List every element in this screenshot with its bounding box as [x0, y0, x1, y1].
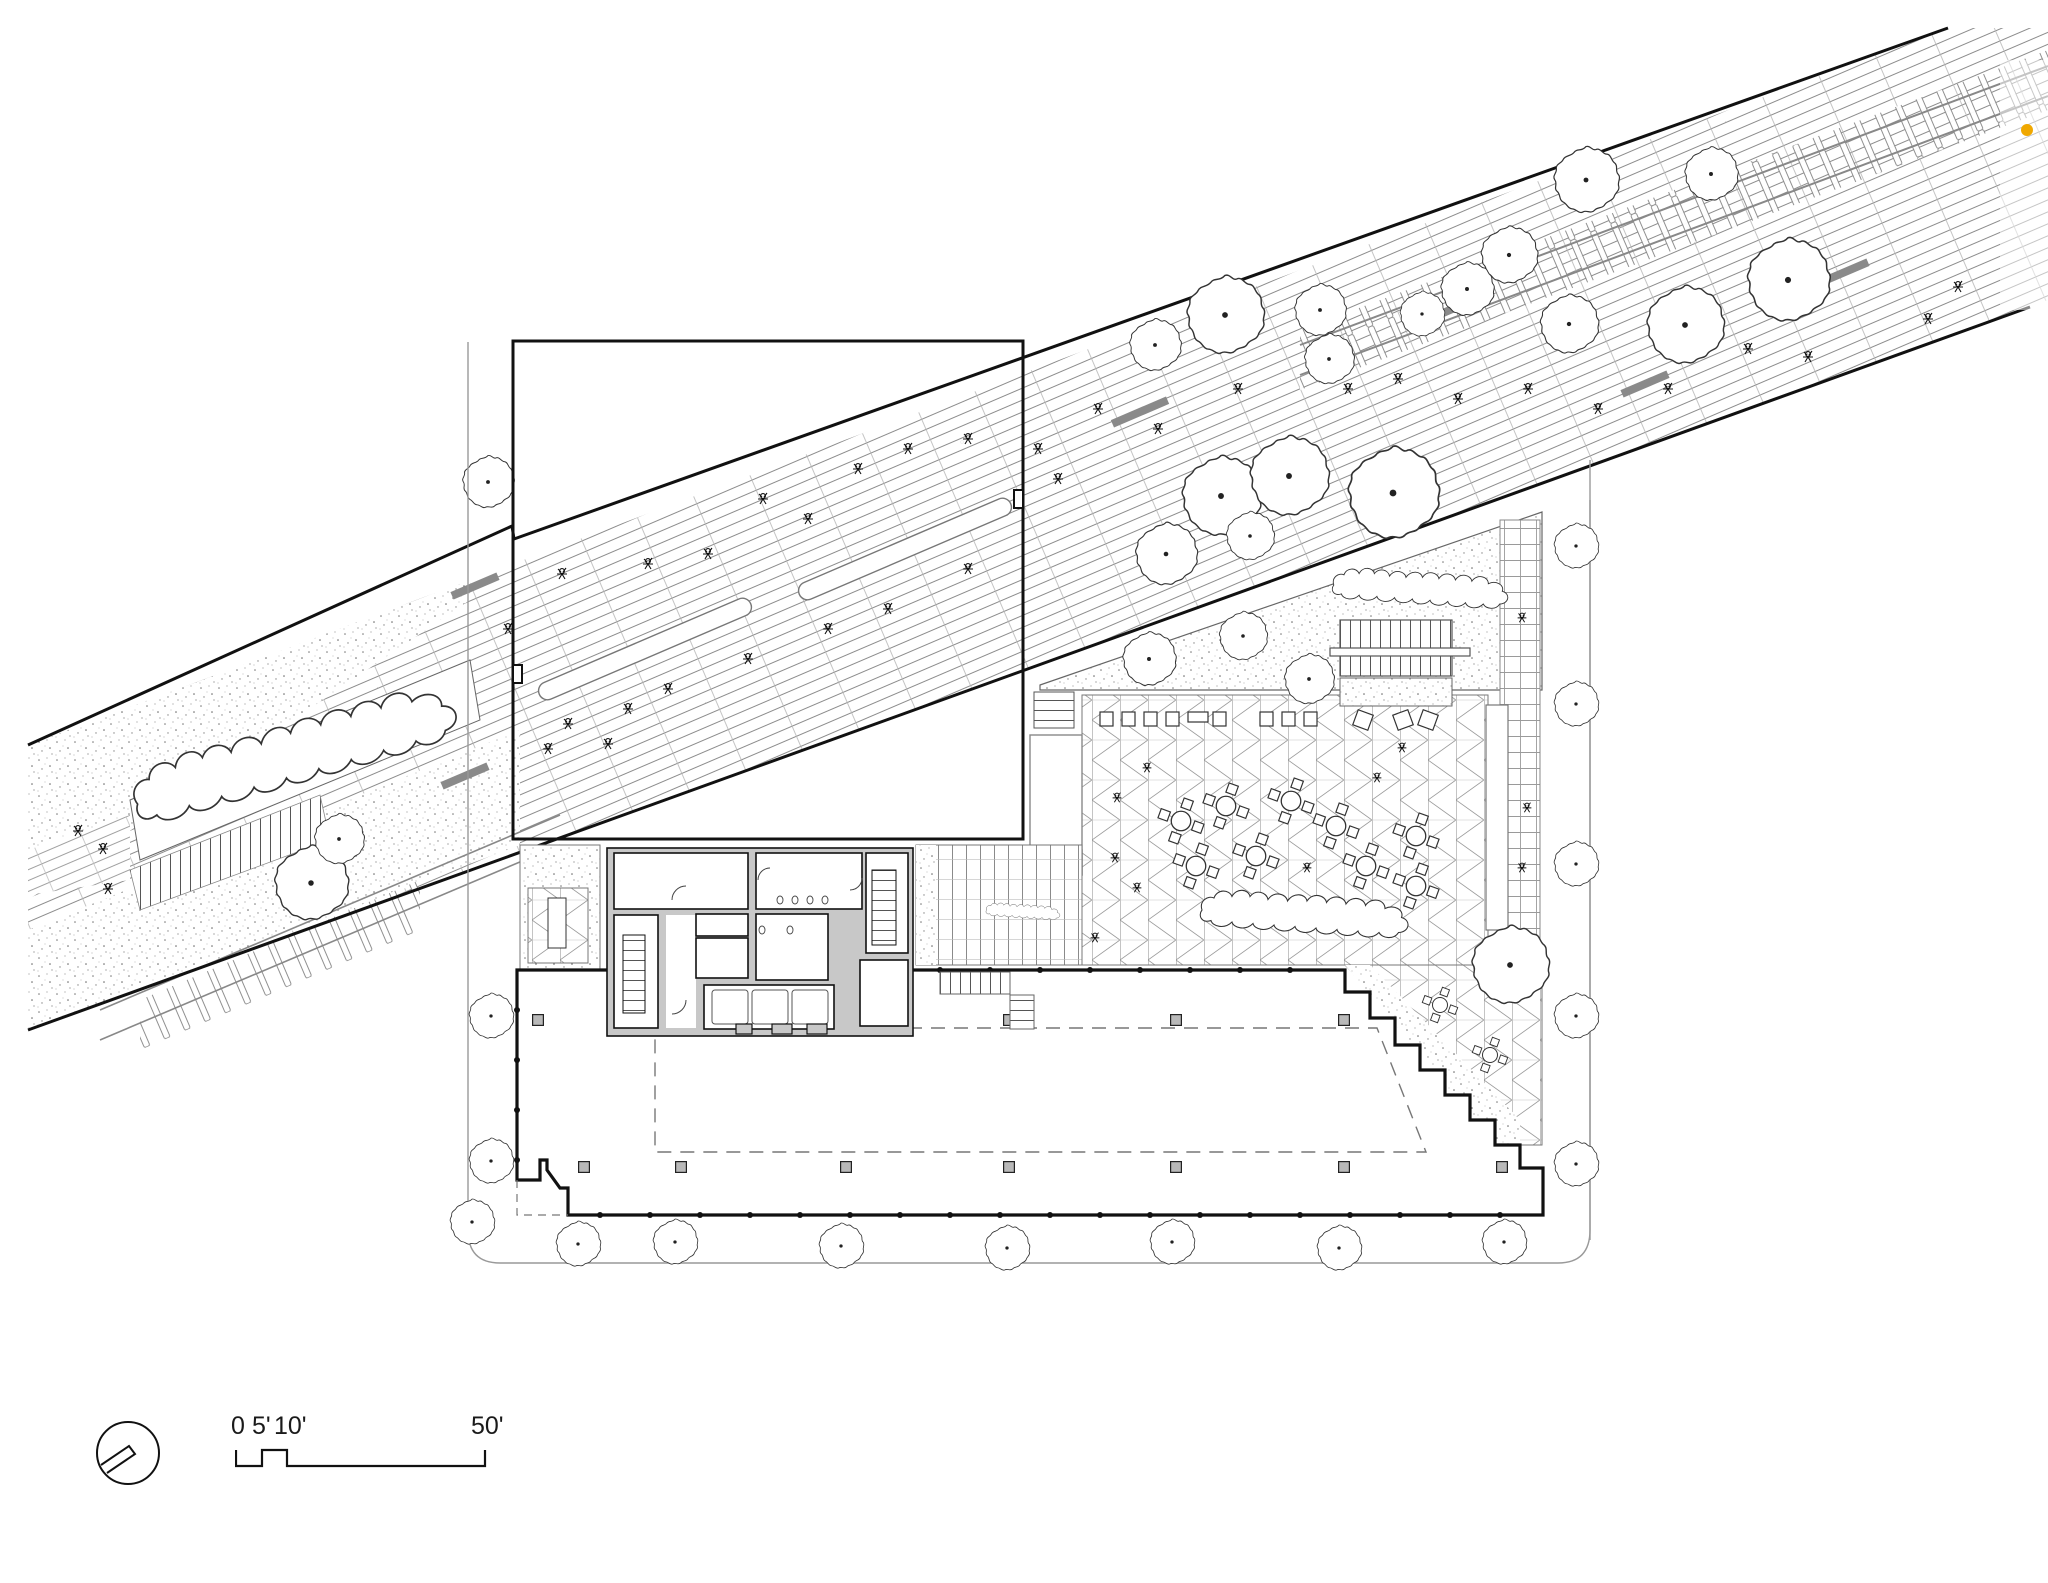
north-arrow-icon: [96, 1421, 160, 1485]
building-core: [606, 847, 914, 1037]
accent-figure: [2021, 124, 2033, 136]
building: [514, 847, 1551, 1218]
scale-label-50: 50': [471, 1412, 504, 1440]
scale-bar-graphic: [235, 1448, 487, 1468]
public-plaza: [519, 511, 1543, 971]
elevated-linear-park: [27, 0, 2048, 1050]
scale-label-10: 10': [274, 1412, 307, 1440]
scale-label-0: 0: [231, 1412, 245, 1440]
scale-label-5: 5': [252, 1412, 271, 1440]
